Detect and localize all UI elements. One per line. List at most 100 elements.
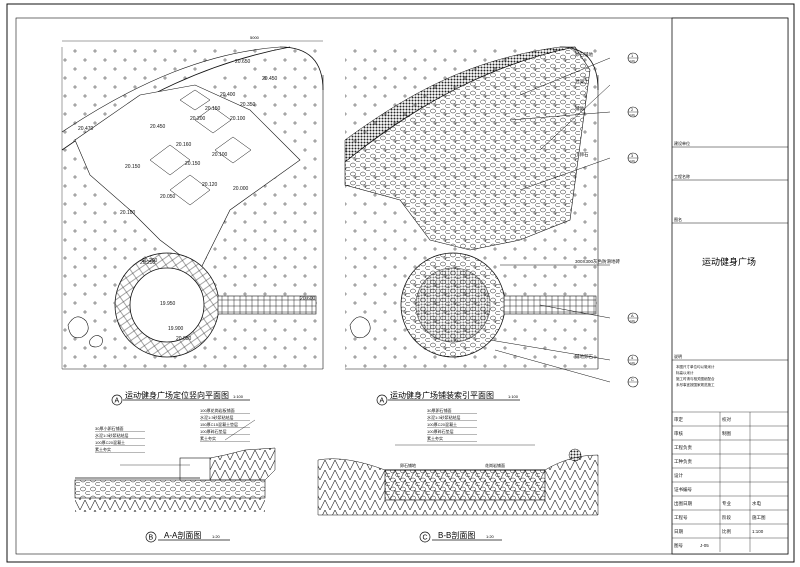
section-note: 100厚C20混凝土 bbox=[427, 421, 457, 427]
elevation-label: 20.000 bbox=[233, 186, 249, 192]
callout-label: 混凝土 bbox=[575, 78, 589, 85]
section-c-marker: C bbox=[423, 535, 428, 542]
elevation-label: 20.150 bbox=[185, 161, 201, 167]
tb-cell: 比例 bbox=[722, 528, 731, 535]
section-c-scale: 1:20 bbox=[486, 534, 495, 539]
section-note: 水泥1:3砂浆粘结层 bbox=[200, 414, 234, 420]
plan-right-scale: 1:100 bbox=[508, 394, 519, 399]
section-note: 30厚小卵石铺面 bbox=[95, 425, 123, 431]
plan-left-scale: 1:100 bbox=[233, 394, 244, 399]
tb-row2: 工程名称 bbox=[674, 173, 690, 179]
elevation-label: 20.450 bbox=[150, 124, 166, 130]
section-c: 30厚卵石铺面水泥1:3砂浆粘结层100厚C20混凝土100厚碎石垫层素土夯实 … bbox=[317, 407, 599, 543]
elevation-label: 20.100 bbox=[212, 152, 228, 158]
section-note: 水泥1:3砂浆粘结层 bbox=[427, 414, 461, 420]
tb-cell: 证书编号 bbox=[674, 486, 692, 493]
section-c-title: B-B剖面图 bbox=[438, 530, 475, 540]
marker-circle bbox=[145, 531, 157, 543]
tb-cell: 1:100 bbox=[752, 529, 764, 534]
section-c-label-a: 卵石铺地 bbox=[400, 462, 416, 468]
tb-cell: 制图 bbox=[722, 430, 731, 437]
tb-cell: 阶段 bbox=[722, 514, 731, 521]
section-note: 100厚碎石垫层 bbox=[200, 428, 227, 434]
index-ref-top: C bbox=[631, 377, 634, 382]
section-note: 30厚卵石铺面 bbox=[427, 407, 451, 413]
tb-cell: 施工图 bbox=[752, 514, 766, 521]
elevation-label: 19.950 bbox=[160, 301, 176, 307]
elevation-label: 20.650 bbox=[235, 59, 251, 65]
elevation-label: 20.400 bbox=[220, 92, 236, 98]
section-note: 100厚花岗岩板铺面 bbox=[200, 407, 235, 413]
plan-left-marker: A bbox=[115, 398, 120, 405]
elevation-label: 20.160 bbox=[176, 142, 192, 148]
tb-cell: 专业 bbox=[722, 500, 731, 507]
tb-row1: 建设单位 bbox=[674, 140, 690, 146]
callout-label: 铺地 bbox=[575, 105, 584, 112]
elevation-label: 20.150 bbox=[205, 106, 221, 112]
index-ref-top: 3 bbox=[631, 153, 634, 158]
elevation-label: 20.100 bbox=[230, 116, 246, 122]
elevation-label: 20.250 bbox=[140, 260, 156, 266]
tb-note: 未尽事宜按国家规范施工 bbox=[676, 382, 715, 387]
callout-label: 铺地卵石 bbox=[575, 353, 593, 360]
index-ref-bottom: J-06 bbox=[629, 59, 635, 63]
elevation-label: 20.050 bbox=[160, 194, 176, 200]
elevation-label: 20.050 bbox=[176, 336, 192, 342]
tb-drawing-name: 运动健身广场 bbox=[702, 256, 756, 267]
elevation-label: 20.350 bbox=[240, 102, 256, 108]
tb-cell: 水电 bbox=[752, 500, 761, 506]
tb-cell: 审定 bbox=[674, 416, 683, 423]
plan-left-title: 运动健身广场定位竖向平面图 bbox=[125, 390, 229, 400]
marker-circle bbox=[111, 394, 123, 406]
section-b-title: A-A剖面图 bbox=[164, 530, 201, 540]
section-b-scale: 1:20 bbox=[212, 534, 221, 539]
index-ref-top: 2 bbox=[631, 107, 634, 112]
dim-top-text: 5000 bbox=[250, 35, 260, 40]
title-block: 建设单位 工程名称 图名 运动健身广场 说明 本图尺寸单位均以毫米计标高以米计施… bbox=[671, 17, 789, 555]
left-plan: 5000 20.650 20.450 20.400 20.350 20.470 20.45… bbox=[61, 35, 324, 406]
marker-circle bbox=[419, 531, 431, 543]
tb-cell: 日期 bbox=[674, 529, 683, 535]
index-ref-top: 1 bbox=[631, 53, 634, 58]
tb-cell: 校对 bbox=[722, 416, 731, 423]
elevation-label: 20.450 bbox=[262, 76, 278, 82]
tb-cell: 工程负责 bbox=[674, 444, 692, 451]
section-note: 150厚C15混凝土垫层 bbox=[200, 421, 238, 427]
elevation-label: 20.200 bbox=[190, 116, 206, 122]
elevation-label: 20.200 bbox=[142, 258, 158, 264]
section-c-label-b: 花岗岩铺面 bbox=[485, 462, 505, 468]
section-b-marker: B bbox=[149, 535, 154, 542]
index-ref-bottom: J-06 bbox=[629, 113, 635, 117]
tb-cell: J-05 bbox=[700, 543, 709, 548]
tb-cell: 审核 bbox=[674, 430, 683, 437]
plan-right-title: 运动健身广场铺装索引平面图 bbox=[390, 390, 494, 400]
plan-right-marker: A bbox=[380, 398, 385, 405]
callout-label: 300X300灰色防滑地砖 bbox=[575, 258, 621, 265]
index-ref-bottom: J-06 bbox=[629, 361, 635, 365]
section-note: 素土夯实 bbox=[95, 446, 111, 452]
tb-cell: 工程号 bbox=[674, 514, 688, 521]
section-note: 素土夯实 bbox=[200, 435, 216, 441]
elevation-label: 19.900 bbox=[168, 326, 184, 332]
tb-note: 本图尺寸单位均以毫米计 bbox=[676, 364, 715, 369]
tb-note: 施工时请与相关图纸配合 bbox=[676, 376, 715, 381]
tb-notes-heading: 说明 bbox=[674, 353, 682, 359]
tb-row3: 图名 bbox=[674, 216, 682, 222]
index-ref-bottom: J-06 bbox=[629, 319, 635, 323]
elevation-label: 20.100 bbox=[120, 210, 136, 216]
callout-label: 小卵石 bbox=[575, 151, 589, 158]
section-note: 水泥1:3砂浆粘结层 bbox=[95, 432, 129, 438]
tb-cell: 出图日期 bbox=[674, 500, 692, 507]
tb-cell: 设计 bbox=[674, 472, 683, 479]
elevation-label: 20.150 bbox=[125, 164, 141, 170]
tb-note: 标高以米计 bbox=[676, 370, 694, 375]
tb-cell: 图号 bbox=[674, 543, 683, 549]
section-note: 100厚C20混凝土 bbox=[95, 439, 125, 445]
section-note: 素土夯实 bbox=[427, 435, 443, 441]
elevation-label: 20.120 bbox=[202, 182, 218, 188]
index-ref-top: 4 bbox=[631, 355, 634, 360]
elevation-label: 20.470 bbox=[78, 126, 94, 132]
tb-cell: 工种负责 bbox=[674, 458, 692, 465]
